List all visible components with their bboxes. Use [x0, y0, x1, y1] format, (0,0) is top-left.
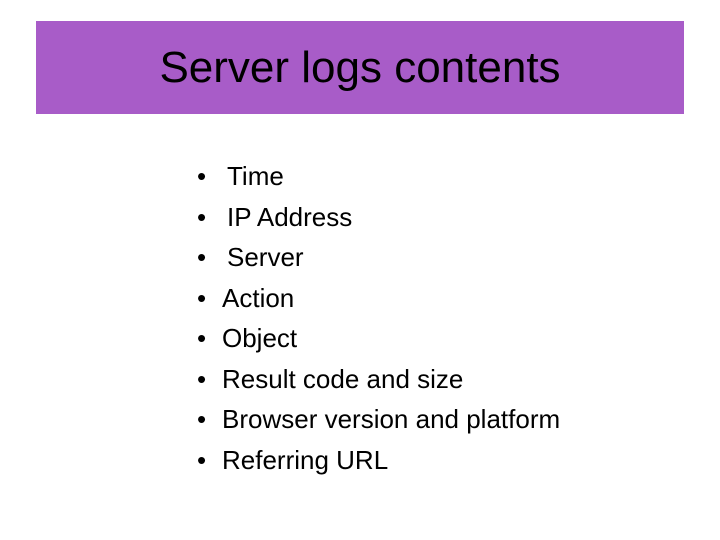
bullet-icon: • [197, 404, 207, 434]
bullet-icon: • [197, 201, 207, 232]
bullet-item-label: Browser version and platform [222, 404, 561, 434]
bullet-item: • Server [0, 237, 720, 278]
bullet-item-label: Referring URL [222, 444, 389, 475]
title-bar: Server logs contents [36, 21, 684, 114]
bullet-item: • Result code and size [0, 359, 720, 400]
bullet-item: • Referring URL [0, 440, 720, 481]
bullet-icon: • [197, 323, 207, 353]
bullet-icon: • [197, 363, 207, 394]
bullet-icon: • [197, 161, 207, 191]
bullet-icon: • [197, 242, 207, 272]
bullet-icon: • [197, 444, 207, 475]
bullet-list: • Time • IP Address • Server • Action • Objec… [0, 156, 720, 480]
bullet-icon: • [197, 282, 207, 313]
bullet-item: • Object [0, 318, 720, 359]
bullet-item: • Browser version and platform [0, 399, 720, 440]
bullet-item: • Time [0, 156, 720, 197]
slide-title: Server logs contents [159, 42, 561, 92]
bullet-item-label: IP Address [227, 201, 353, 232]
bullet-item-label: Object [222, 323, 298, 353]
bullet-item-label: Action [222, 282, 295, 313]
bullet-item-label: Time [227, 161, 284, 191]
bullet-item-label: Result code and size [222, 363, 464, 394]
bullet-item: • IP Address [0, 197, 720, 238]
bullet-item-label: Server [227, 242, 304, 272]
bullet-item: • Action [0, 278, 720, 319]
